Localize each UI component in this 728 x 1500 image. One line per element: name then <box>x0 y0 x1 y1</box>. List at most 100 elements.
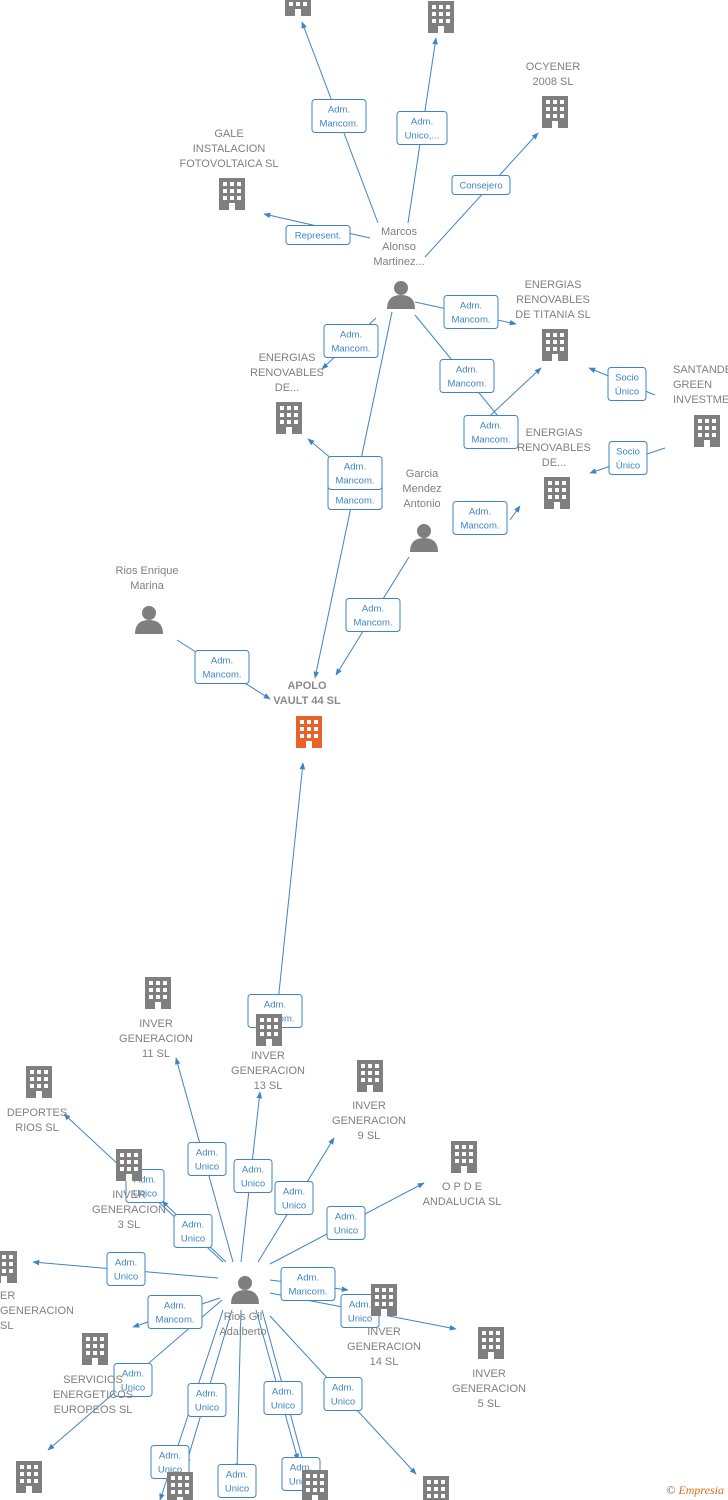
relation-label-box <box>263 1381 303 1415</box>
relation-label-box <box>452 501 508 535</box>
relation-label-text: Único <box>616 461 640 472</box>
node-label: OCYENER <box>526 61 580 73</box>
relation-label-e32[interactable]: Adm.Unico <box>323 1377 363 1411</box>
relation-label-text: Unico <box>133 1189 157 1200</box>
relation-label-text: Socio <box>615 373 639 384</box>
building-icon <box>423 1476 449 1500</box>
relation-label-e6[interactable]: Adm.Mancom. <box>323 324 379 358</box>
node-label: VAULT 44 SL <box>273 695 341 707</box>
node-label: Antonio <box>403 498 440 510</box>
relation-label-text: Adm. <box>134 1175 156 1186</box>
person-node-marcos[interactable]: MarcosAlonsoMartinez... <box>373 226 425 309</box>
relation-label-box <box>443 295 499 329</box>
building-icon <box>219 178 245 210</box>
relation-label-e12[interactable]: Adm.Mancom. <box>327 456 383 490</box>
company-node-erde_right[interactable]: ENERGIASRENOVABLESDE... <box>517 427 591 509</box>
relation-label-e18[interactable]: Adm.Unico <box>233 1159 273 1193</box>
relation-label-e4[interactable]: Represent. <box>285 225 351 245</box>
node-label: SL <box>0 1320 13 1332</box>
relation-label-text: Adm. <box>480 421 502 432</box>
node-label: APOLO <box>287 680 327 692</box>
node-label: ANDALUCIA SL <box>423 1196 502 1208</box>
relation-label-box <box>173 1214 213 1248</box>
node-label: RENOVABLES <box>517 442 591 454</box>
company-node-c_top2[interactable] <box>428 1 454 33</box>
relation-label-text: Adm. <box>283 1187 305 1198</box>
relation-label-e27[interactable]: Adm.Unico <box>113 1363 153 1397</box>
node-label: SANTANDER <box>673 364 728 376</box>
building-icon <box>694 415 720 447</box>
relation-label-e15[interactable]: Adm.Mancom. <box>194 650 250 684</box>
relation-label-e13[interactable]: Adm.Mancom. <box>452 501 508 535</box>
company-node-b4[interactable] <box>423 1476 449 1500</box>
relation-label-text: Adm. <box>469 507 491 518</box>
relation-label-text: Mancom. <box>447 379 486 390</box>
node-label: EUROPEOS SL <box>54 1404 133 1416</box>
relation-label-e23[interactable]: Adm.Unico <box>106 1252 146 1286</box>
node-label: Mendez <box>402 483 441 495</box>
company-node-erde_left[interactable]: ENERGIASRENOVABLESDE... <box>250 352 324 434</box>
relation-label-text: Adm. <box>196 1148 218 1159</box>
relation-label-text: Unico <box>271 1401 295 1412</box>
relation-label-text: Adm. <box>349 1300 371 1311</box>
relation-label-e5[interactable]: Adm.Mancom. <box>443 295 499 329</box>
relation-label-text: Adm. <box>182 1220 204 1231</box>
node-label: RENOVABLES <box>250 367 324 379</box>
node-label: ENERGIAS <box>526 427 583 439</box>
relation-label-text: Adm. <box>362 604 384 615</box>
node-label: Marcos <box>381 226 418 238</box>
relation-label-e21[interactable]: Adm.Unico <box>173 1214 213 1248</box>
company-node-b1[interactable] <box>16 1461 42 1493</box>
relation-label-e14[interactable]: Adm.Mancom. <box>345 598 401 632</box>
relation-label-e20[interactable]: Adm. Unico <box>274 1181 314 1215</box>
company-node-apolo[interactable]: APOLO VAULT 44 SL <box>273 680 341 748</box>
node-label: Alonso <box>382 241 416 253</box>
relation-label-text: Mancom. <box>335 476 374 487</box>
relation-label-e3[interactable]: Consejero <box>451 175 511 195</box>
relation-label-e1[interactable]: Adm.Mancom. <box>311 99 367 133</box>
relation-label-text: Adm. <box>272 1387 294 1398</box>
company-node-b3[interactable] <box>302 1470 328 1500</box>
relation-label-e2[interactable]: Adm.Unico,... <box>396 111 448 145</box>
relation-label-box <box>396 111 448 145</box>
relation-label-e29[interactable]: Adm.Unico <box>217 1464 257 1498</box>
company-node-c_top1[interactable] <box>285 0 311 16</box>
node-label: INVER <box>367 1326 401 1338</box>
building-icon <box>302 1470 328 1500</box>
node-label: GENERACION <box>347 1341 421 1353</box>
relation-label-e26[interactable]: Adm.Mancom. <box>147 1295 203 1329</box>
company-node-b2[interactable] <box>167 1472 193 1500</box>
relation-label-e7[interactable]: Adm.Mancom. <box>439 359 495 393</box>
relation-label-e22[interactable]: Adm.Unico <box>326 1206 366 1240</box>
relation-label-e17[interactable]: Adm.Unico <box>187 1142 227 1176</box>
relation-label-text: Unico <box>348 1314 372 1325</box>
relation-label-e28[interactable]: Adm.Unico <box>187 1383 227 1417</box>
relation-label-box <box>345 598 401 632</box>
relation-label-text: Unico <box>282 1201 306 1212</box>
company-node-santander[interactable]: SANTANDERGREENINVESTMENT... <box>673 364 728 447</box>
node-label: 3 SL <box>118 1219 141 1231</box>
node-label: INVESTMENT... <box>673 394 728 406</box>
relation-label-e10[interactable]: Adm.Mancom. <box>463 415 519 449</box>
relation-label-e30[interactable]: Adm. Unico <box>263 1381 303 1415</box>
relation-label-box <box>187 1142 227 1176</box>
relation-label-e24[interactable]: Adm.Mancom. <box>280 1267 336 1301</box>
